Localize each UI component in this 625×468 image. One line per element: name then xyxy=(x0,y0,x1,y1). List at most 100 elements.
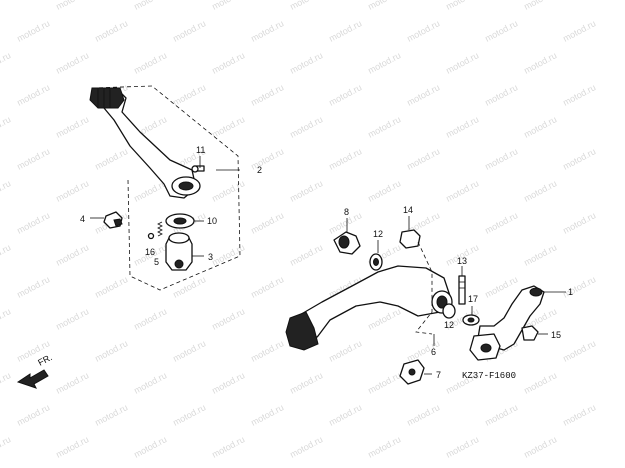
callout-1: 1 xyxy=(568,287,573,297)
watermark-text: motod.ru xyxy=(483,210,519,236)
watermark-text: motod.ru xyxy=(210,0,246,12)
watermark-text: motod.ru xyxy=(249,18,285,44)
bolt-11 xyxy=(191,165,205,173)
watermark-text: motod.ru xyxy=(483,18,519,44)
watermark-text: motod.ru xyxy=(54,242,90,268)
watermark-text: motod.ru xyxy=(93,274,129,300)
watermark-text: motod.ru xyxy=(405,82,441,108)
watermark-text: motod.ru xyxy=(522,0,558,12)
watermark-text: motod.ru xyxy=(366,434,402,460)
watermark-text: motod.ru xyxy=(249,274,285,300)
watermark-text: motod.ru xyxy=(522,370,558,396)
watermark-text: motod.ru xyxy=(288,0,324,12)
watermark-text: motod.ru xyxy=(54,370,90,396)
bolt-4 xyxy=(103,211,123,229)
watermark-text: motod.ru xyxy=(0,114,12,140)
watermark-text: motod.ru xyxy=(0,306,12,332)
watermark-text: motod.ru xyxy=(366,370,402,396)
kick-arm xyxy=(94,89,197,199)
watermark-text: motod.ru xyxy=(327,82,363,108)
watermark-text: motod.ru xyxy=(561,210,597,236)
watermark-text: motod.ru xyxy=(210,434,246,460)
watermark-text: motod.ru xyxy=(561,402,597,428)
callout-12-left: 12 xyxy=(373,229,383,239)
watermark-text: motod.ru xyxy=(288,242,324,268)
watermark-text: motod.ru xyxy=(405,18,441,44)
watermark-text: motod.ru xyxy=(405,402,441,428)
watermark-text: motod.ru xyxy=(483,274,519,300)
watermark-text: motod.ru xyxy=(288,370,324,396)
watermark-text: motod.ru xyxy=(288,50,324,76)
watermark-text: motod.ru xyxy=(249,210,285,236)
watermark-text: motod.ru xyxy=(249,146,285,172)
watermark-text: motod.ru xyxy=(327,18,363,44)
watermark-text: motod.ru xyxy=(249,82,285,108)
washer-10 xyxy=(165,213,195,229)
spring-5 xyxy=(157,221,163,237)
ball-16 xyxy=(147,232,155,240)
gearshift-tip xyxy=(529,287,543,297)
watermark-text: motod.ru xyxy=(483,402,519,428)
watermark-text: motod.ru xyxy=(366,114,402,140)
watermark-text: motod.ru xyxy=(54,306,90,332)
watermark-text: motod.ru xyxy=(561,82,597,108)
watermark-text: motod.ru xyxy=(444,178,480,204)
kick-starter-assembly xyxy=(89,85,241,291)
callout-3: 3 xyxy=(208,252,213,262)
watermark-text: motod.ru xyxy=(210,370,246,396)
watermark-text: motod.ru xyxy=(327,402,363,428)
kick-arm-grip xyxy=(89,87,125,109)
front-direction-arrow xyxy=(16,369,49,389)
watermark-text: motod.ru xyxy=(327,146,363,172)
return-spring-7 xyxy=(399,359,425,385)
watermark-text: motod.ru xyxy=(15,210,51,236)
watermark-text: motod.ru xyxy=(15,82,51,108)
bolt-15 xyxy=(521,325,548,341)
watermark-text: motod.ru xyxy=(15,274,51,300)
watermark-text: motod.ru xyxy=(15,402,51,428)
watermark-text: motod.ru xyxy=(93,338,129,364)
watermark-text: motod.ru xyxy=(54,0,90,12)
callout-17: 17 xyxy=(468,294,478,304)
watermark-text: motod.ru xyxy=(0,370,12,396)
watermark-text: motod.ru xyxy=(132,434,168,460)
watermark-text: motod.ru xyxy=(171,274,207,300)
watermark-text: motod.ru xyxy=(288,434,324,460)
watermark-text: motod.ru xyxy=(522,50,558,76)
watermark-text: motod.ru xyxy=(288,114,324,140)
watermark-text: motod.ru xyxy=(483,146,519,172)
watermark-text: motod.ru xyxy=(561,18,597,44)
watermark-text: motod.ru xyxy=(522,242,558,268)
watermark-text: motod.ru xyxy=(561,274,597,300)
watermark-text: motod.ru xyxy=(15,18,51,44)
watermark-text: motod.ru xyxy=(132,50,168,76)
watermark-text: motod.ru xyxy=(210,114,246,140)
watermark-text: motod.ru xyxy=(93,18,129,44)
watermark-text: motod.ru xyxy=(132,0,168,12)
pedal-tread xyxy=(285,311,319,351)
watermark-text: motod.ru xyxy=(522,178,558,204)
watermark-text: motod.ru xyxy=(0,50,12,76)
watermark-text: motod.ru xyxy=(249,402,285,428)
watermark-text: motod.ru xyxy=(561,146,597,172)
watermark-text: motod.ru xyxy=(444,114,480,140)
callout-5: 5 xyxy=(154,257,159,267)
callout-16: 16 xyxy=(145,247,155,257)
watermark-text: motod.ru xyxy=(210,50,246,76)
watermark-text: motod.ru xyxy=(444,434,480,460)
watermark-text: motod.ru xyxy=(93,146,129,172)
callout-13: 13 xyxy=(457,256,467,266)
diagram-code: KZ37-F1600 xyxy=(462,371,516,381)
callout-11: 11 xyxy=(196,145,205,155)
watermark-text: motod.ru xyxy=(171,338,207,364)
gearshift-pedal-assembly xyxy=(469,285,566,361)
watermark-text: motod.ru xyxy=(444,50,480,76)
callout-12-right: 12 xyxy=(444,320,454,330)
watermark-text: motod.ru xyxy=(54,114,90,140)
watermark-text: motod.ru xyxy=(444,0,480,12)
pedal-bracket xyxy=(415,241,433,335)
watermark-text: motod.ru xyxy=(15,146,51,172)
washer-12-right xyxy=(442,303,456,319)
callout-2: 2 xyxy=(257,165,262,175)
